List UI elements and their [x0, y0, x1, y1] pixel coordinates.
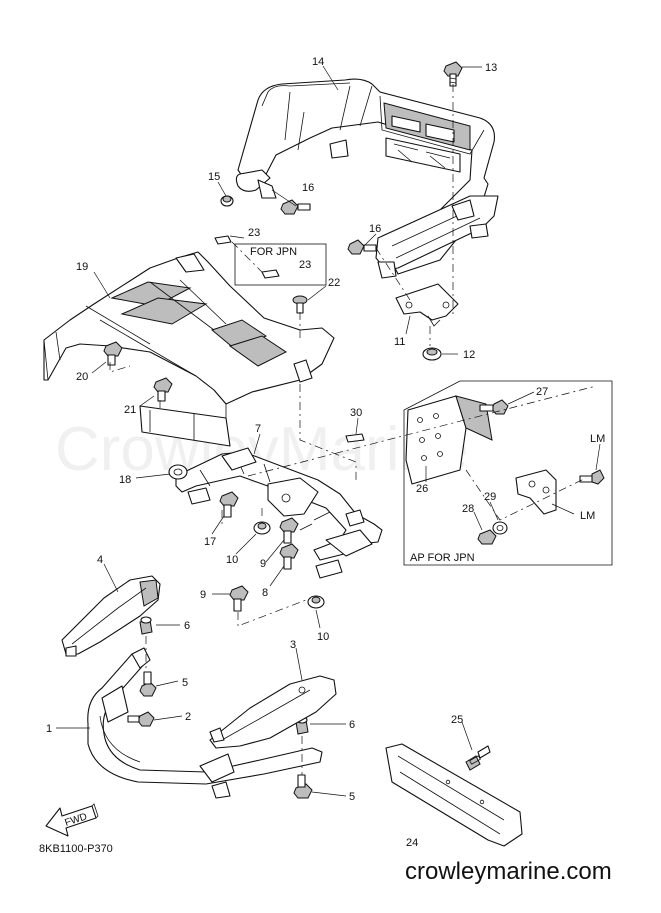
callout-23a: 23: [248, 227, 260, 239]
bolt-9b: [229, 585, 249, 612]
nut-10b: [307, 595, 325, 609]
website-text: crowleymarine.com: [405, 858, 612, 885]
bolt-2: [127, 711, 155, 727]
nut-10a: [253, 521, 271, 535]
callout-13: 13: [485, 62, 497, 74]
callout-16b: 16: [369, 223, 381, 235]
label-23: [214, 235, 280, 279]
bolt-16a: [280, 199, 311, 215]
callout-26: 26: [416, 483, 428, 495]
callout-16a: 16: [302, 182, 314, 194]
callout-LM-a: LM: [590, 433, 605, 445]
bolt-5b: [293, 774, 313, 799]
ap-for-jpn-label: AP FOR JPN: [410, 552, 475, 564]
rear-fender: [43, 251, 335, 447]
left-guard-4: [61, 575, 161, 657]
callout-5b: 5: [349, 791, 355, 803]
bolt-21: [153, 377, 173, 402]
fwd-arrow-icon: FWD: [45, 803, 99, 837]
callout-17: 17: [204, 536, 216, 548]
spacer-6a: [139, 616, 153, 635]
callout-1: 1: [46, 723, 52, 735]
callout-LM-b: LM: [580, 510, 595, 522]
bolt-20: [103, 341, 123, 366]
bracket-11: [395, 283, 459, 327]
callout-8: 8: [262, 587, 268, 599]
bolt-16b: [347, 239, 377, 255]
callout-numbers: 14 13 15 16 16 23 23 19 22 11 12 20 21 2…: [46, 56, 605, 849]
cap-15: [220, 195, 234, 207]
callout-10a: 10: [226, 554, 238, 566]
callout-20: 20: [76, 371, 88, 383]
leader-lines: [56, 65, 601, 797]
callout-12: 12: [463, 349, 475, 361]
callout-7: 7: [255, 423, 261, 435]
assembly-lines: [109, 84, 597, 775]
callout-14: 14: [312, 56, 324, 68]
bolt-9a: [279, 517, 299, 544]
screw-25: [465, 745, 491, 771]
for-jpn-label: FOR JPN: [250, 246, 297, 258]
label-30: [345, 433, 365, 443]
bolt-5a: [139, 671, 157, 697]
bolt-13: [443, 61, 463, 87]
callout-19: 19: [76, 261, 88, 273]
plate-24: [385, 743, 523, 847]
frame-7: [175, 447, 383, 579]
callout-27: 27: [536, 386, 548, 398]
washer-18: [168, 464, 188, 480]
callout-11: 11: [394, 336, 405, 348]
callout-22: 22: [328, 277, 340, 289]
callout-6a: 6: [184, 620, 190, 632]
diagram-code: 8KB1100-P370: [39, 843, 113, 855]
callout-9b: 9: [200, 589, 206, 601]
callout-23b: 23: [299, 259, 311, 271]
callout-9a: 9: [260, 558, 266, 570]
callout-24: 24: [406, 837, 418, 849]
callout-15: 15: [208, 171, 220, 183]
callout-28: 28: [462, 503, 474, 515]
rear-carrier-rack: [235, 78, 499, 279]
callout-3: 3: [290, 639, 296, 651]
rivet-22: [292, 295, 308, 314]
for-jpn-box: FOR JPN: [234, 243, 327, 286]
bolt-17: [219, 491, 239, 518]
nut-12: [422, 347, 442, 361]
callout-29: 29: [484, 491, 496, 503]
ap-for-jpn-box: AP FOR JPN: [403, 380, 613, 566]
callout-4: 4: [97, 554, 103, 566]
callout-10b: 10: [317, 631, 329, 643]
callout-21: 21: [124, 404, 136, 416]
callout-2: 2: [185, 711, 191, 723]
callout-6b: 6: [349, 719, 355, 731]
callout-25: 25: [451, 714, 463, 726]
bumper-bar-1: [87, 647, 323, 799]
right-guard-3: [209, 675, 337, 749]
callout-30: 30: [350, 407, 362, 419]
callout-5a: 5: [182, 677, 188, 689]
bolt-8: [279, 543, 299, 570]
callout-18: 18: [119, 474, 131, 486]
